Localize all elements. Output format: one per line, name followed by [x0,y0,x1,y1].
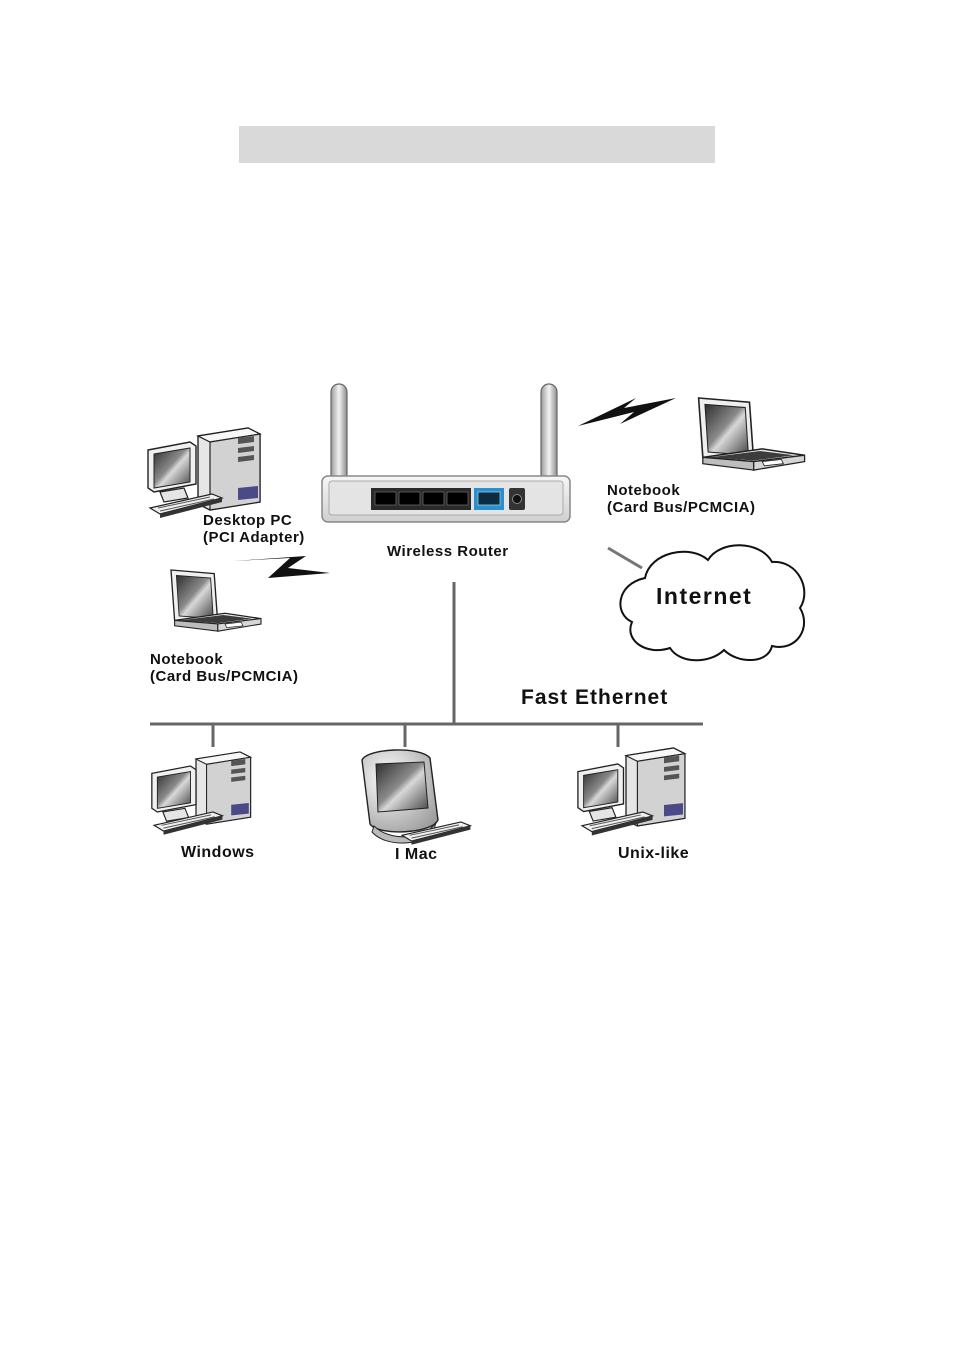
desktop-pc-sublabel: (PCI Adapter) [203,529,305,547]
wireless-router-label: Wireless Router [387,543,509,561]
wireless-signal-icon [234,556,330,578]
notebook-left-icon [171,570,261,631]
windows-pc-icon [152,752,251,835]
desktop-pc-label: Desktop PC [203,512,292,530]
notebook-right-label: Notebook [607,482,680,500]
notebook-right-sublabel: (Card Bus/PCMCIA) [607,499,756,517]
fast-ethernet-label: Fast Ethernet [521,689,668,707]
imac-icon [362,750,470,845]
windows-label: Windows [181,844,255,862]
imac-label: I Mac [395,846,438,864]
notebook-left-label: Notebook [150,651,223,669]
desktop-pc-icon [148,428,260,518]
notebook-left-sublabel: (Card Bus/PCMCIA) [150,668,299,686]
unix-label: Unix-like [618,845,689,863]
internet-link [608,548,642,568]
notebook-right-icon [699,398,805,470]
internet-label: Internet [656,587,752,605]
wireless-signal-icon [578,398,676,426]
wireless-router-icon [322,384,570,522]
unix-pc-icon [578,748,685,836]
